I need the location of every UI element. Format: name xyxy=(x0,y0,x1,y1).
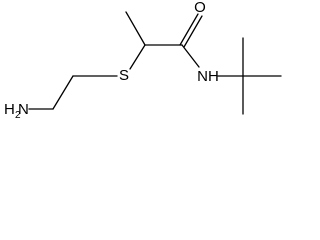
chemical-structure-diagram: O S NH H 2 N xyxy=(4,0,282,121)
atom-oxygen-label: O xyxy=(194,0,206,16)
bond-carbonyl-amide-n xyxy=(181,44,200,68)
bond-ch2-ch2 xyxy=(52,75,74,110)
bond-carbonyl-double-a xyxy=(179,13,199,46)
atom-amine-h-label: H xyxy=(4,101,15,118)
atom-amide-nh-label: NH xyxy=(197,68,219,85)
atom-amine-subscript: 2 xyxy=(15,110,21,121)
atom-amine-n-label: N xyxy=(18,101,29,118)
bond-alpha-sulfur xyxy=(129,44,146,70)
bond-carbonyl-double-b xyxy=(183,15,203,48)
bond-alpha-methyl xyxy=(125,11,146,46)
atom-sulfur-label: S xyxy=(119,67,129,84)
